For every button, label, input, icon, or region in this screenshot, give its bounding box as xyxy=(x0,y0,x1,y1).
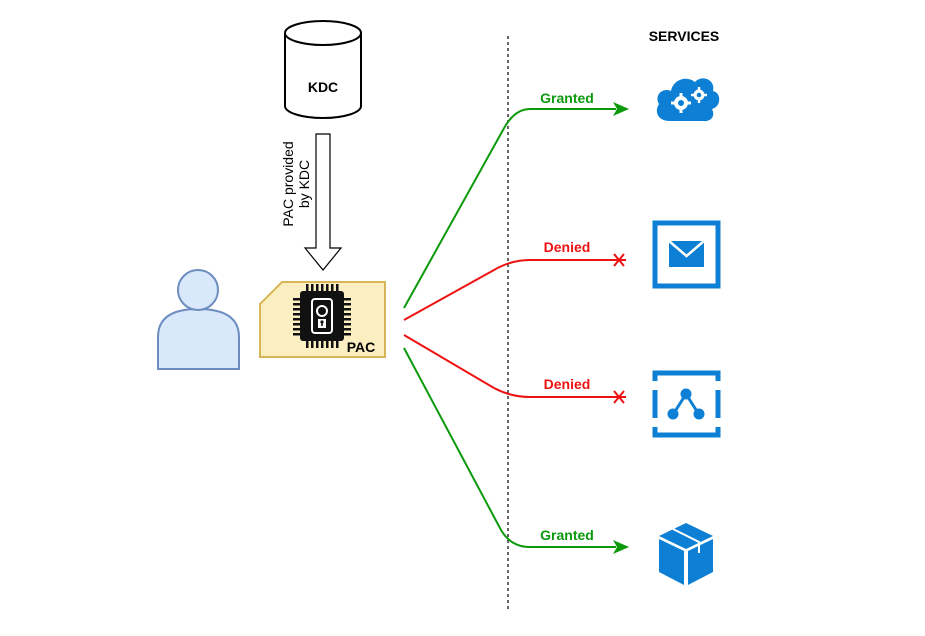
connection-status-label: Denied xyxy=(544,376,591,392)
gear-icon xyxy=(691,87,707,103)
user-body xyxy=(157,307,240,370)
kdc-cylinder-top xyxy=(284,20,362,46)
deny-x-icon xyxy=(613,390,625,404)
connector-line xyxy=(403,259,626,321)
pac-provided-arrow xyxy=(303,133,343,271)
connection-status-label: Granted xyxy=(540,527,594,543)
box-tape xyxy=(672,528,700,553)
cloud-gears-icon xyxy=(656,78,720,122)
user-head xyxy=(177,269,219,311)
kdc-database: KDC xyxy=(284,20,362,119)
connector-line xyxy=(403,347,616,548)
mail-service-icon xyxy=(652,220,721,289)
network-service-icon xyxy=(652,370,721,438)
chip-icon xyxy=(293,284,351,348)
arrowhead-icon xyxy=(613,540,629,554)
bracket-frame xyxy=(652,370,721,438)
connection-granted-box: Granted xyxy=(403,347,629,554)
pac-provided-line2: by KDC xyxy=(296,160,312,208)
pac-label: PAC xyxy=(347,339,376,355)
connection-granted-cloud: Granted xyxy=(403,90,629,309)
services-header: SERVICES xyxy=(649,28,720,44)
connection-status-label: Denied xyxy=(544,239,591,255)
kdc-cylinder-body xyxy=(284,33,362,119)
deny-x-icon xyxy=(613,253,625,267)
connection-denied-mail: Denied xyxy=(403,239,626,321)
cloud-shape xyxy=(656,78,720,122)
pac-provided-line1: PAC provided xyxy=(280,141,296,226)
arrowhead-icon xyxy=(613,102,629,116)
package-box-icon xyxy=(659,523,713,585)
box-right xyxy=(688,539,713,585)
box-left xyxy=(659,539,684,585)
gear-icon xyxy=(671,93,691,113)
pac-provided-label: PAC provided by KDC xyxy=(280,141,312,226)
nodes-icon xyxy=(667,388,705,420)
pac-card: PAC xyxy=(259,281,386,358)
connector-line xyxy=(403,334,626,398)
connection-status-label: Granted xyxy=(540,90,594,106)
connection-denied-network: Denied xyxy=(403,334,626,404)
connector-line xyxy=(403,108,616,309)
user-icon xyxy=(157,269,240,370)
keyhole-icon xyxy=(316,305,328,317)
kdc-label: KDC xyxy=(308,79,338,95)
envelope-icon xyxy=(668,240,705,267)
